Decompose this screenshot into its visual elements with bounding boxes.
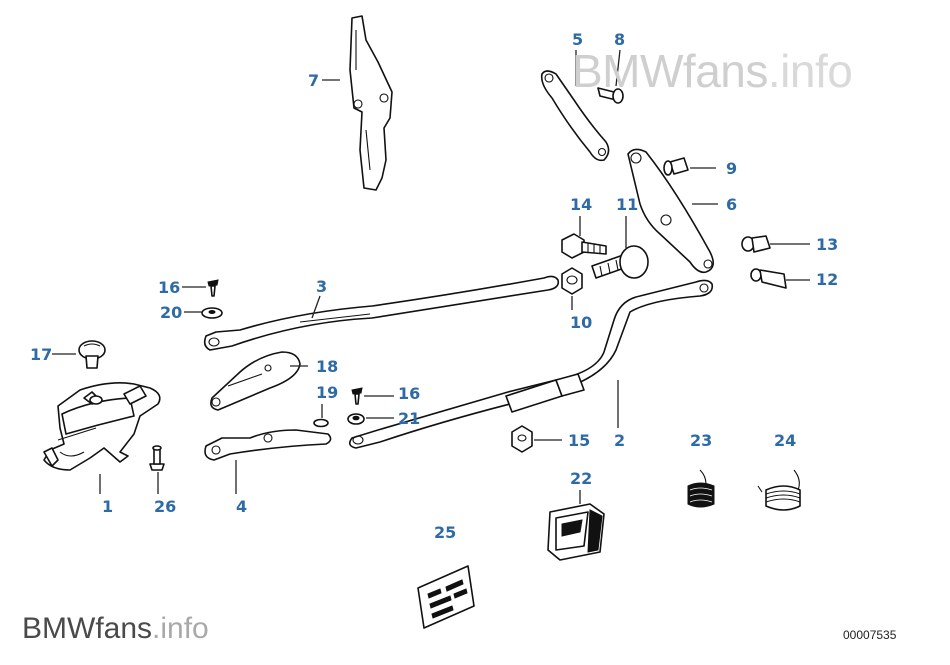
label-16-lower: 16 bbox=[398, 384, 420, 403]
watermark-bottom-brand: BMWfans bbox=[22, 612, 153, 645]
leader-lines bbox=[52, 49, 810, 504]
diagram-code: 00007535 bbox=[843, 628, 897, 642]
label-10: 10 bbox=[570, 313, 592, 332]
part-14-hex-bolt bbox=[561, 233, 607, 259]
watermark-bottom-suffix: .info bbox=[152, 612, 209, 645]
label-24: 24 bbox=[774, 431, 796, 450]
label-22: 22 bbox=[570, 469, 592, 488]
part-25-label-card bbox=[417, 565, 475, 629]
watermark-top-suffix: .info bbox=[767, 45, 853, 97]
label-8: 8 bbox=[614, 30, 625, 49]
part-7-bracket bbox=[349, 15, 393, 191]
label-11: 11 bbox=[616, 195, 638, 214]
label-13: 13 bbox=[816, 235, 838, 254]
label-7: 7 bbox=[308, 71, 319, 90]
part-6-link-plate bbox=[627, 148, 714, 274]
part-13-pin bbox=[741, 235, 771, 253]
part-4-lever bbox=[204, 429, 332, 461]
label-9: 9 bbox=[726, 159, 737, 178]
label-5: 5 bbox=[572, 30, 583, 49]
part-9-bushing bbox=[663, 157, 689, 176]
label-18: 18 bbox=[316, 357, 338, 376]
part-18-lever-plate bbox=[210, 351, 301, 411]
part-20-washer bbox=[201, 307, 223, 319]
part-10-nut bbox=[561, 267, 583, 295]
label-17: 17 bbox=[30, 345, 52, 364]
label-14: 14 bbox=[570, 195, 592, 214]
label-4: 4 bbox=[236, 497, 247, 516]
part-16-screw-upper bbox=[207, 279, 219, 297]
label-15: 15 bbox=[568, 431, 590, 450]
part-labels: 7 5 8 9 6 14 11 13 12 3 16 20 10 17 18 1… bbox=[30, 30, 838, 542]
part-3-rod bbox=[203, 275, 560, 351]
label-6: 6 bbox=[726, 195, 737, 214]
label-25: 25 bbox=[434, 523, 456, 542]
part-5-lever bbox=[540, 70, 610, 162]
label-19: 19 bbox=[316, 383, 338, 402]
label-12: 12 bbox=[816, 270, 838, 289]
watermark-top-brand: BMWfans bbox=[572, 45, 768, 97]
label-3: 3 bbox=[316, 277, 327, 296]
part-15-nut bbox=[511, 425, 533, 453]
watermark-bottom: BMWfans.info bbox=[22, 612, 209, 646]
label-21: 21 bbox=[398, 409, 420, 428]
part-16-screw-lower bbox=[351, 387, 363, 405]
label-2: 2 bbox=[614, 431, 625, 450]
part-17-cap bbox=[78, 340, 106, 369]
part-23-spring bbox=[687, 469, 715, 508]
part-21-washer bbox=[347, 413, 365, 425]
watermark-top: BMWfans.info bbox=[572, 44, 853, 98]
part-24-torsion-spring bbox=[757, 469, 801, 511]
part-2-rod bbox=[348, 279, 714, 449]
part-12-bolt bbox=[750, 268, 787, 289]
label-23: 23 bbox=[690, 431, 712, 450]
part-1-lock-assembly bbox=[43, 382, 161, 471]
label-20: 20 bbox=[160, 303, 182, 322]
part-8-screw bbox=[597, 87, 624, 104]
part-19-washer bbox=[313, 418, 329, 428]
label-1: 1 bbox=[102, 497, 113, 516]
part-11-ball-joint bbox=[591, 245, 649, 279]
label-16-upper: 16 bbox=[158, 278, 180, 297]
label-26: 26 bbox=[154, 497, 176, 516]
part-26-screw bbox=[149, 445, 165, 471]
part-22-switch bbox=[547, 503, 605, 561]
